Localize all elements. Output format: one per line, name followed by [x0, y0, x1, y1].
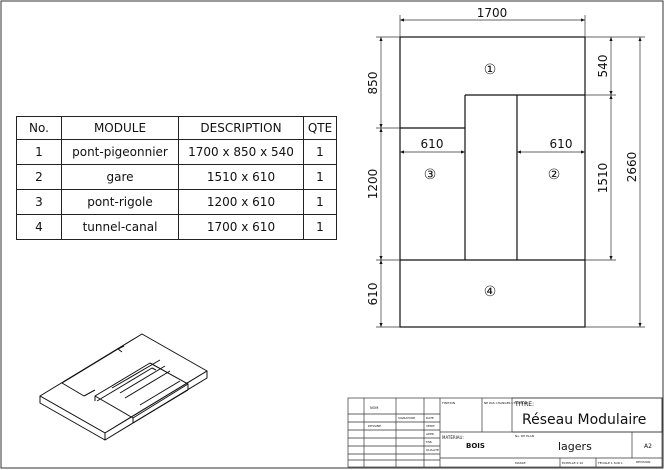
label-verif: VÉRIF.: [426, 423, 435, 428]
dim-left-lower: 610: [366, 283, 380, 306]
bom-cell-module: gare: [61, 164, 179, 190]
dim-inner-left: 610: [421, 137, 444, 151]
table-row: 2 gare 1510 x 610 1: [16, 164, 337, 190]
drawing-subtitle: lagers: [558, 440, 592, 453]
bom-cell-description: 1700 x 850 x 540: [178, 139, 304, 165]
label-fab: FAB.: [426, 440, 433, 444]
dim-left-middle: 1200: [366, 169, 380, 200]
zone-4-label: ④: [484, 284, 497, 300]
bom-cell-description: 1510 x 610: [178, 164, 304, 190]
bom-cell-qte: 1: [303, 139, 337, 165]
bom-header-row: No. MODULE DESCRIPTION QTE: [16, 116, 337, 140]
table-row: 1 pont-pigeonnier 1700 x 850 x 540 1: [16, 139, 337, 165]
label-qualite: QUALITÉ: [426, 447, 439, 452]
zone-1-label: ①: [484, 62, 497, 78]
dim-inner-right: 610: [550, 137, 573, 151]
titre-label: TITRE:: [514, 401, 534, 408]
bom-header-module: MODULE: [61, 116, 179, 140]
dim-right-total: 2660: [625, 152, 639, 183]
table-row: 4 tunnel-canal 1700 x 610 1: [16, 214, 337, 240]
label-nom: NOM: [370, 406, 378, 410]
bom-cell-qte: 1: [303, 214, 337, 240]
bom-header-description: DESCRIPTION: [178, 116, 304, 140]
label-echelle: ÉCHELLE:1:10: [562, 460, 583, 465]
material-label: MATÉRIAU:: [442, 435, 464, 440]
table-row: 3 pont-rigole 1200 x 610 1: [16, 189, 337, 215]
bom-cell-description: 1700 x 610: [178, 214, 304, 240]
bom-header-no: No.: [16, 116, 62, 140]
dim-right-upper: 540: [596, 55, 610, 78]
material-value: BOIS: [466, 442, 485, 450]
bom-cell-module: pont-pigeonnier: [61, 139, 179, 165]
bom-cell-qte: 1: [303, 164, 337, 190]
bom-cell-module: pont-rigole: [61, 189, 179, 215]
dim-top-width: 1700: [477, 6, 508, 20]
label-appr: APPR.: [426, 432, 435, 436]
bom-cell-description: 1200 x 610: [178, 189, 304, 215]
dim-right-middle: 1510: [596, 163, 610, 194]
plan-view: [399, 36, 586, 328]
bom-cell-no: 4: [16, 214, 62, 240]
label-masse: MASSE:: [515, 461, 526, 465]
zone-3-label: ③: [424, 167, 437, 183]
bom-cell-qte: 1: [303, 189, 337, 215]
label-dessine: DESSINÉ: [368, 423, 381, 428]
label-finition: FINITION: [442, 401, 455, 405]
zone-2-label: ②: [548, 167, 561, 183]
bom-table: No. MODULE DESCRIPTION QTE 1 pont-pigeon…: [16, 116, 337, 240]
isometric-view: [39, 333, 208, 441]
bom-header-qte: QTE: [303, 116, 337, 140]
bom-cell-no: 2: [16, 164, 62, 190]
bom-cell-no: 1: [16, 139, 62, 165]
label-signature: SIGNATURE: [398, 416, 415, 420]
bom-cell-module: tunnel-canal: [61, 214, 179, 240]
label-revision: RÉVISION: [636, 459, 650, 464]
sheet-format: A2: [644, 443, 652, 450]
label-no-plan: No. DE PLAN: [515, 434, 534, 438]
bom-cell-no: 3: [16, 189, 62, 215]
label-feuille: FEUILLE 1 SUR 1: [598, 461, 623, 465]
dim-left-upper: 850: [366, 72, 380, 95]
label-date: DATE: [426, 416, 434, 420]
title-block: [347, 397, 663, 468]
label-ne-pas-changer: NE PAS CHANGER L'ÉCHELLE: [484, 400, 528, 405]
plan-outline: [399, 36, 586, 328]
drawing-title: Réseau Modulaire: [522, 412, 646, 428]
